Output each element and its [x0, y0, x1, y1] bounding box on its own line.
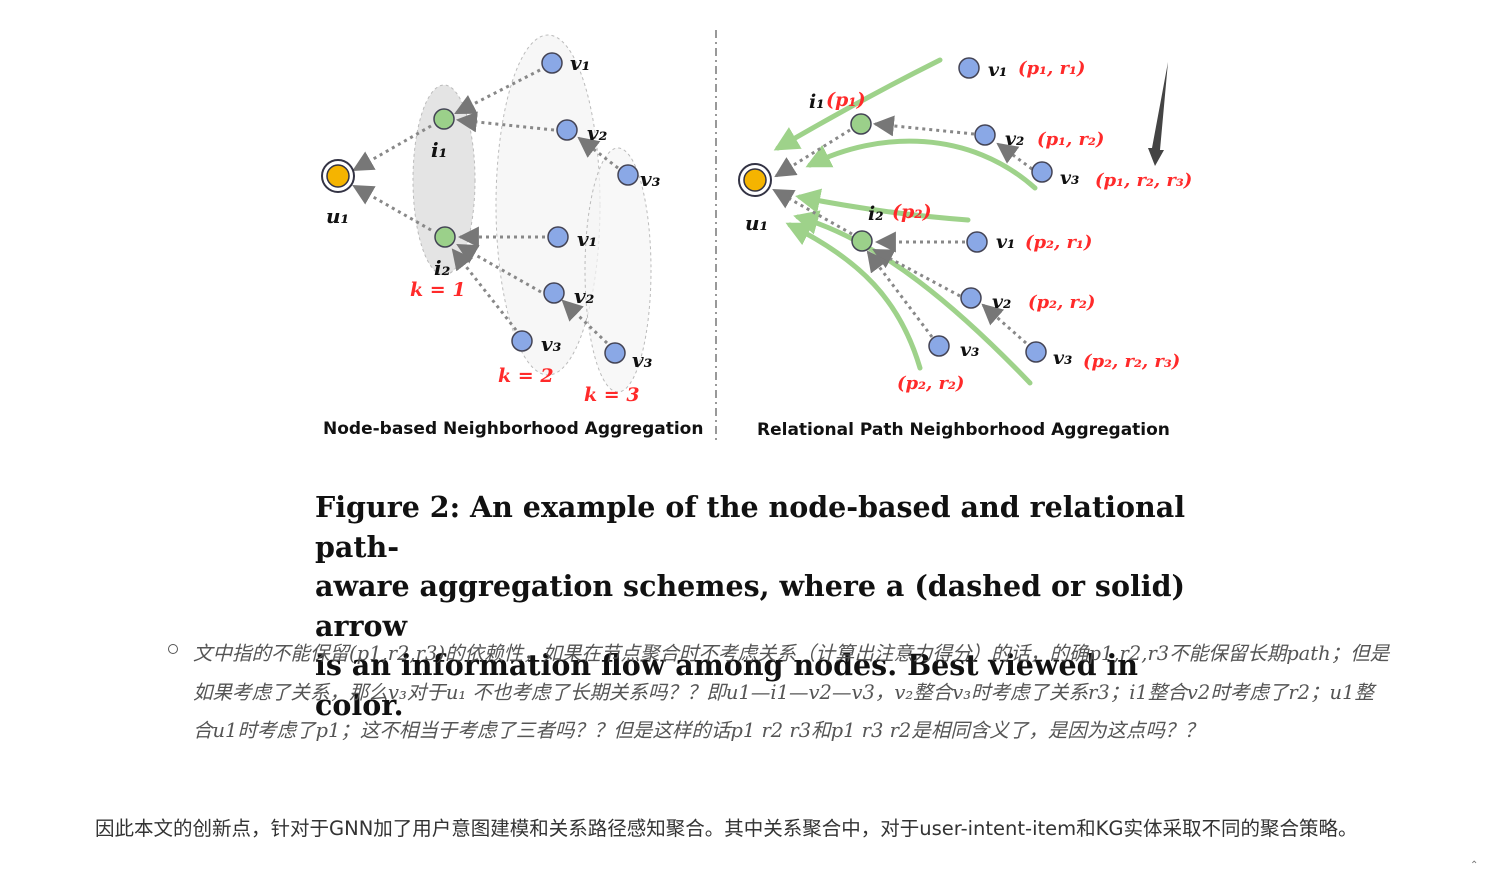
k2-label: k = 2 [498, 365, 554, 387]
down-arrow-icon [1148, 62, 1168, 166]
i2-label: i₂ [868, 203, 884, 225]
left-panel-title: Node-based Neighborhood Aggregation [323, 419, 703, 439]
v3-path-label: (p₁, r₂, r₃) [1095, 170, 1192, 191]
v3-label: v₃ [640, 167, 661, 191]
caption-line: aware aggregation schemes, where a (dash… [315, 569, 1186, 643]
v3-path-label: (p₂, r₂, r₃) [1083, 351, 1180, 372]
u1-label: u₁ [326, 204, 349, 228]
v3-label: v₃ [1053, 347, 1072, 369]
note-list-item: 文中指的不能保留(p1,r2,r3)的依赖性，如果在节点聚合时不考虑关系（计算出… [193, 642, 1390, 742]
i1-label: i₁ [431, 138, 447, 162]
v3-label: v₃ [1060, 167, 1079, 189]
i2-label: i₂ [434, 256, 451, 280]
v2-label: v₂ [587, 121, 608, 145]
v2-path-label: (p₁, r₂) [1037, 129, 1104, 150]
i1-label: i₁ [809, 91, 825, 113]
v3-path-label: (p₂, r₂) [897, 373, 964, 394]
v1-label: v₁ [988, 59, 1007, 81]
aggregation-figure: u₁ i₁ i₂ v₁ v₂ v₃ v₁ v₂ v₃ v₃ k = 1 k = … [321, 30, 1192, 440]
left-panel: u₁ i₁ i₂ v₁ v₂ v₃ v₁ v₂ v₃ v₃ k = 1 k = … [321, 34, 703, 439]
list-bullet [168, 644, 178, 654]
figure-caption: Figure 2: An example of the node-based a… [315, 488, 1215, 725]
body-paragraph: 因此本文的创新点，针对于GNN加了用户意图建模和关系路径感知聚合。其中关系聚合中… [95, 817, 1358, 840]
i2-path-label: (p₂) [892, 201, 932, 223]
k1-label: k = 1 [410, 279, 466, 301]
caption-line: is an information flow among nodes. Best… [315, 648, 1139, 722]
k3-label: k = 3 [584, 384, 640, 406]
v2-label: v₂ [1005, 128, 1024, 150]
scroll-top-icon[interactable]: ⌃ [1470, 860, 1479, 871]
v2-label: v₂ [992, 291, 1011, 313]
v3-label: v₃ [960, 339, 979, 361]
v2-path-label: (p₂, r₂) [1028, 292, 1095, 313]
right-panel-title: Relational Path Neighborhood Aggregation [757, 420, 1170, 440]
u1-label: u₁ [745, 211, 768, 235]
v1-label: v₁ [577, 227, 597, 251]
v3-label: v₃ [541, 332, 562, 356]
v3-label: v₃ [632, 348, 653, 372]
v1-label: v₁ [570, 51, 590, 75]
v1-path-label: (p₁, r₁) [1018, 58, 1085, 79]
v1-path-label: (p₂, r₁) [1025, 232, 1092, 253]
i1-path-label: (p₁) [826, 89, 866, 111]
caption-line: Figure 2: An example of the node-based a… [315, 490, 1186, 564]
v2-label: v₂ [574, 284, 595, 308]
v1-label: v₁ [996, 231, 1015, 253]
right-panel: u₁ i₁ (p₁) i₂ (p₂) v₁ (p₁, r₁) v₂ (p₁, r… [738, 57, 1192, 440]
